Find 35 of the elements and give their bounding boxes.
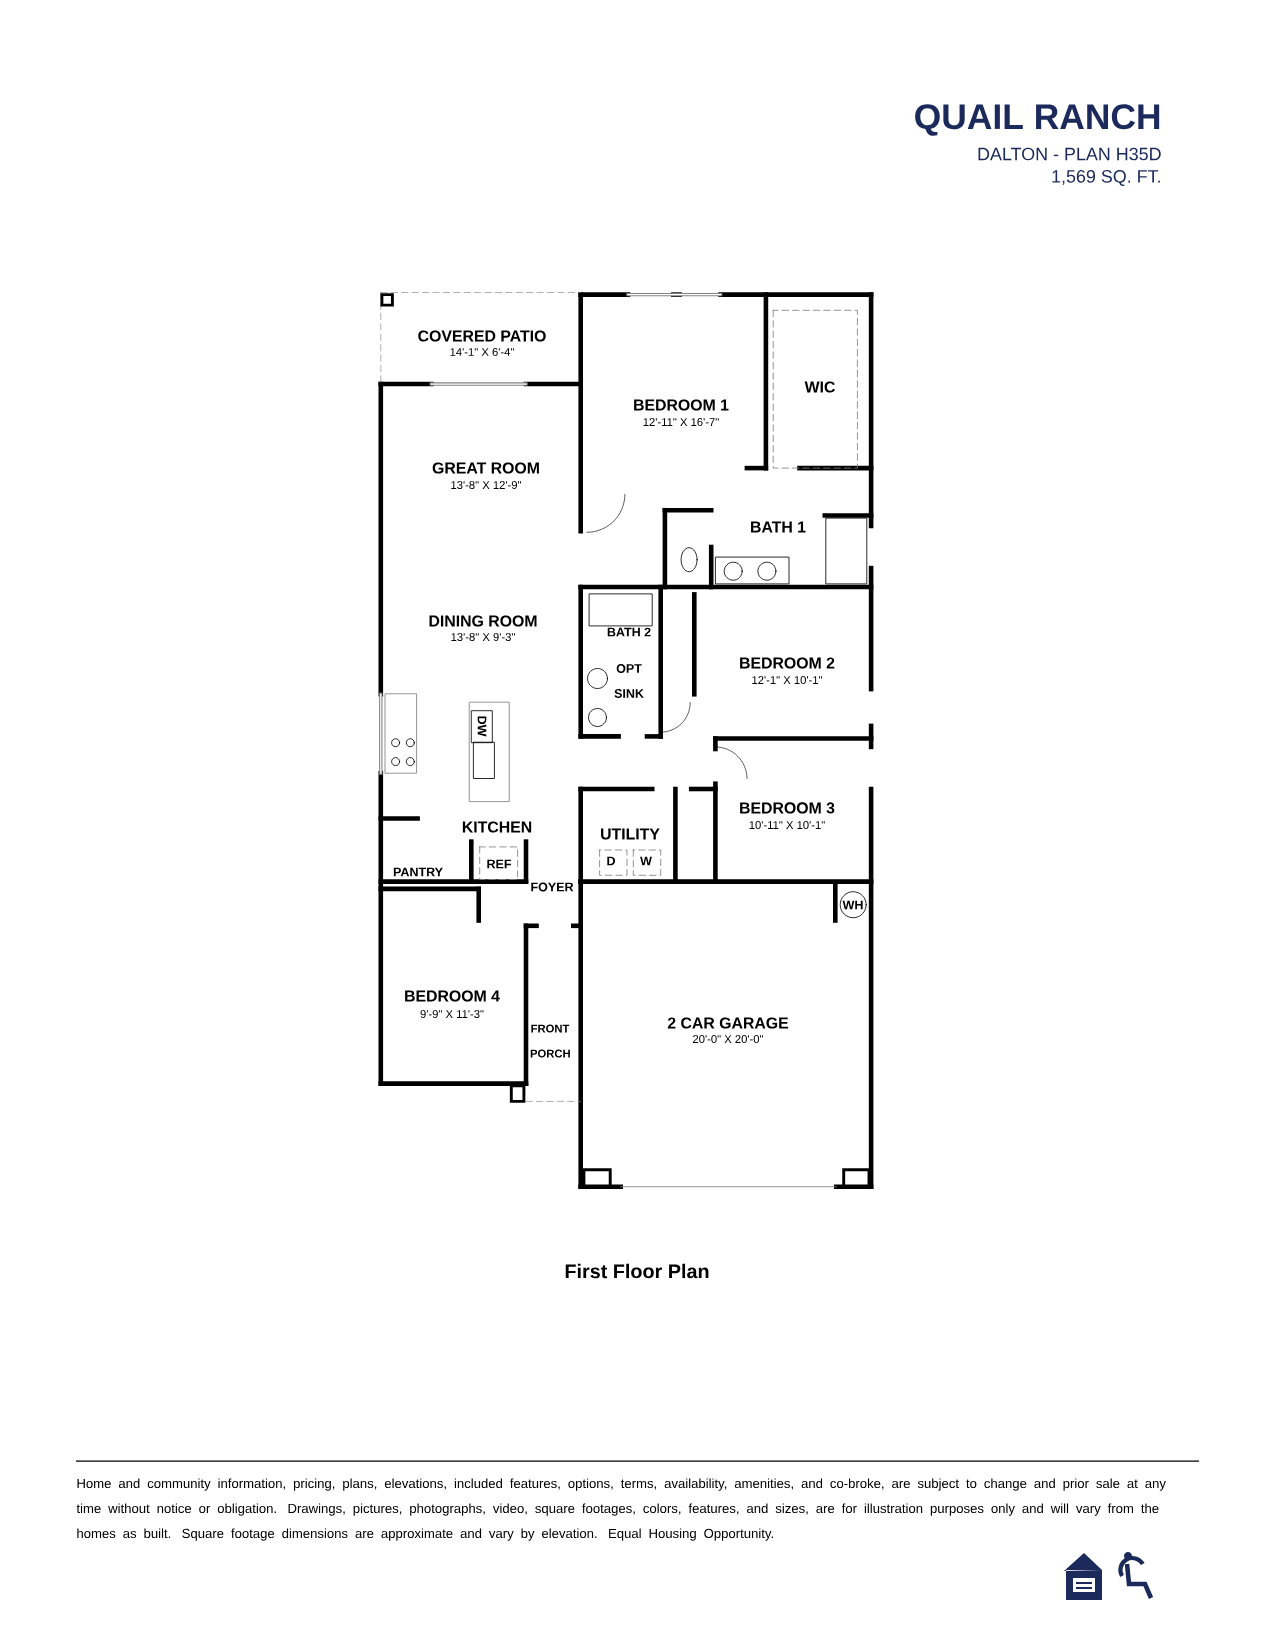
room-label: WH [842, 900, 863, 910]
room-label: WIC [804, 381, 835, 393]
room-label: BEDROOM 4 [405, 990, 500, 1002]
caption: First Floor Plan [565, 1263, 709, 1279]
dimension-label: 9'-9" X 11'-3" [420, 1010, 484, 1018]
room-label: DINING ROOM [429, 615, 537, 627]
dimension-label: 12'-1" X 10'-1" [752, 676, 823, 684]
room-label: 2 CAR GARAGE [667, 1017, 789, 1029]
room-label: BEDROOM 3 [740, 802, 835, 814]
dimension-label: 13'-8" X 9'-3" [451, 633, 515, 641]
dimension-label: 20'-0" X 20'-0" [693, 1035, 764, 1043]
room-label: FOYER [531, 882, 574, 892]
dimension-label: 10'-11" X 10'-1" [749, 821, 825, 829]
room-label: COVERED PATIO [418, 330, 546, 342]
room-label: GREAT ROOM [432, 462, 539, 474]
title: QUAIL RANCH [915, 104, 1160, 136]
room-label: FRONT PORCH [530, 1024, 570, 1058]
dimension-label: 14'-1" X 6'-4" [450, 348, 514, 356]
dimension-label: 12'-11" X 16'-7" [643, 418, 719, 426]
room-label: DW [477, 716, 487, 737]
room-label: BEDROOM 2 [740, 657, 835, 669]
subtitle: 1,569 SQ. FT. [1052, 170, 1160, 186]
room-label: REF [487, 859, 512, 869]
room-label: BATH 2 [607, 627, 651, 637]
room-label: W [640, 856, 652, 866]
room-label: BEDROOM 1 [634, 399, 729, 411]
room-label: OPT SINK [614, 664, 644, 698]
disclaimer-text: Home and community information, pricing, plans, elevations, included features, options, terms, availability, amenities, and co-broke, are subject to change and prior sale at any time without notice or obligation. Drawings, pictures, photographs, video, square footages, colors, features, and sizes, are for illustration purposes only and will vary from the homes as built. Square footage dimensions are approximate and vary by elevation. Equal Housing Opportunity. [76, 1478, 1166, 1541]
subtitle: DALTON - PLAN H35D [978, 147, 1161, 161]
dimension-label: 13'-8" X 12'-9" [451, 481, 522, 489]
room-label: PANTRY [393, 867, 443, 877]
room-label: UTILITY [601, 828, 660, 840]
room-label: D [607, 856, 615, 866]
room-label: BATH 1 [751, 521, 806, 533]
room-label: KITCHEN [462, 821, 532, 833]
